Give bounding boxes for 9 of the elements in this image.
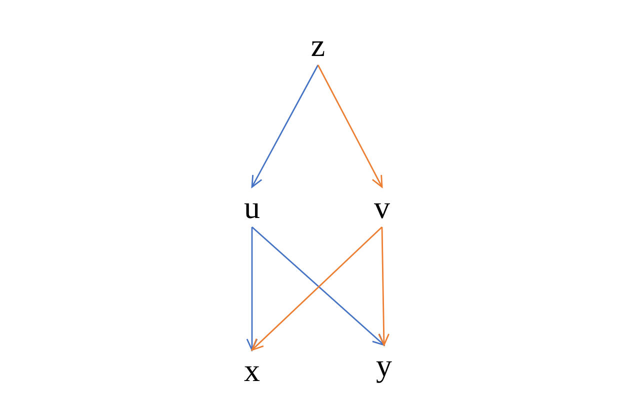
variable-label: y — [376, 349, 392, 381]
arrow — [378, 226, 390, 346]
arrow — [246, 227, 258, 351]
variable-label: v — [374, 191, 390, 223]
arrow — [251, 64, 319, 188]
variable-label: z — [310, 29, 326, 61]
variable-label: x — [244, 354, 260, 386]
arrow — [317, 64, 383, 188]
variable-label: u — [244, 191, 260, 223]
